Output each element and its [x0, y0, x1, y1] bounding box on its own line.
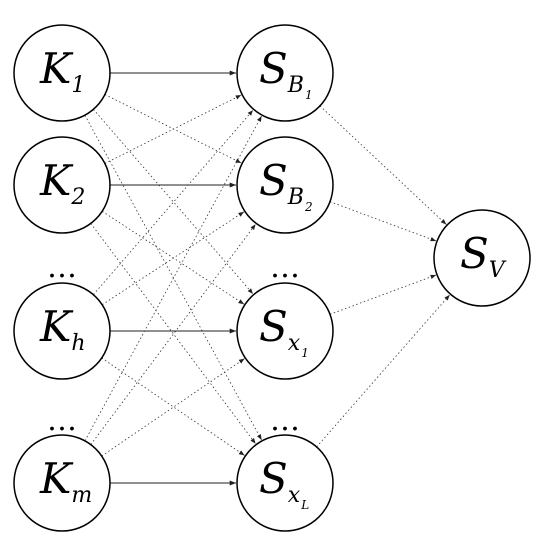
edge-sx1-sv	[329, 274, 437, 315]
edge-kh-sb1	[93, 109, 254, 295]
node-label-sub: B	[287, 73, 304, 98]
node-label: Km	[39, 454, 92, 508]
node-label-sub: h	[71, 331, 85, 356]
node-label: K1	[39, 44, 85, 98]
node-sx1: Sx1	[236, 282, 334, 380]
node-label-sub: 1	[71, 73, 85, 98]
edge-km-sb2	[90, 223, 256, 445]
node-kh: Kh	[13, 282, 111, 380]
node-circle	[236, 282, 334, 380]
node-sv: SV	[433, 209, 531, 307]
node-circle	[13, 434, 111, 532]
edge-sxl-sv	[316, 294, 451, 448]
node-label-main: S	[460, 229, 489, 278]
ellipsis-group: … … … …	[47, 250, 300, 438]
node-sxl: SxL	[236, 434, 334, 532]
node-label: SB1	[259, 44, 313, 102]
node-label-subsub: L	[300, 498, 309, 512]
edge-k2-sx1	[101, 210, 245, 305]
node-label-main: S	[259, 454, 288, 503]
node-label-main: K	[39, 44, 74, 93]
node-label-sub: x	[288, 483, 301, 508]
node-label-sub: V	[489, 258, 507, 283]
node-label-main: S	[259, 156, 288, 205]
edge-k1-sx1	[93, 109, 254, 295]
node-label: SxL	[259, 454, 309, 512]
node-circle	[236, 24, 334, 122]
node-label-main: S	[259, 44, 288, 93]
node-label: Kh	[39, 302, 86, 356]
node-label: SB2	[259, 156, 313, 214]
ellipsis-k-upper: …	[47, 250, 77, 285]
node-label-main: K	[39, 156, 74, 205]
ellipsis-k-lower: …	[47, 403, 77, 438]
node-label: SV	[460, 229, 507, 283]
node-label-sub: B	[287, 185, 304, 210]
ellipsis-s-upper: …	[270, 250, 300, 285]
node-label-sub: 2	[70, 185, 85, 210]
node-sb1: SB1	[236, 24, 334, 122]
node-k2: K2	[13, 136, 111, 234]
node-label-main: K	[39, 302, 74, 351]
node-sb2: SB2	[236, 136, 334, 234]
edge-km-sb1	[84, 115, 262, 441]
node-circle	[13, 282, 111, 380]
node-label: Sx1	[259, 302, 309, 360]
edges	[84, 70, 451, 486]
edge-kh-sb2	[101, 211, 245, 306]
node-circle	[13, 136, 111, 234]
node-circle	[236, 434, 334, 532]
edge-k2-sb1	[104, 94, 242, 164]
node-k1: K1	[13, 24, 111, 122]
edge-k2-sxl	[90, 223, 256, 445]
node-circle	[433, 209, 531, 307]
edge-km-sx1	[101, 358, 245, 457]
edge-sb1-sv	[319, 105, 447, 225]
edge-k1-sb2	[104, 94, 242, 164]
edge-sb2-sv	[329, 201, 437, 242]
node-label-sub: m	[71, 483, 92, 508]
node-label-subsub: 1	[301, 346, 309, 360]
edge-kh-sxl	[101, 357, 245, 456]
node-label: K2	[39, 156, 85, 210]
node-label-subsub: 1	[305, 88, 313, 102]
node-label-main: S	[259, 302, 288, 351]
node-circle	[13, 24, 111, 122]
node-label-sub: x	[288, 331, 301, 356]
edge-k1-sxl	[84, 115, 262, 441]
ellipsis-s-lower: …	[270, 403, 300, 438]
node-label-main: K	[39, 454, 74, 503]
node-circle	[236, 136, 334, 234]
node-label-subsub: 2	[304, 200, 313, 214]
node-km: Km	[13, 434, 111, 532]
